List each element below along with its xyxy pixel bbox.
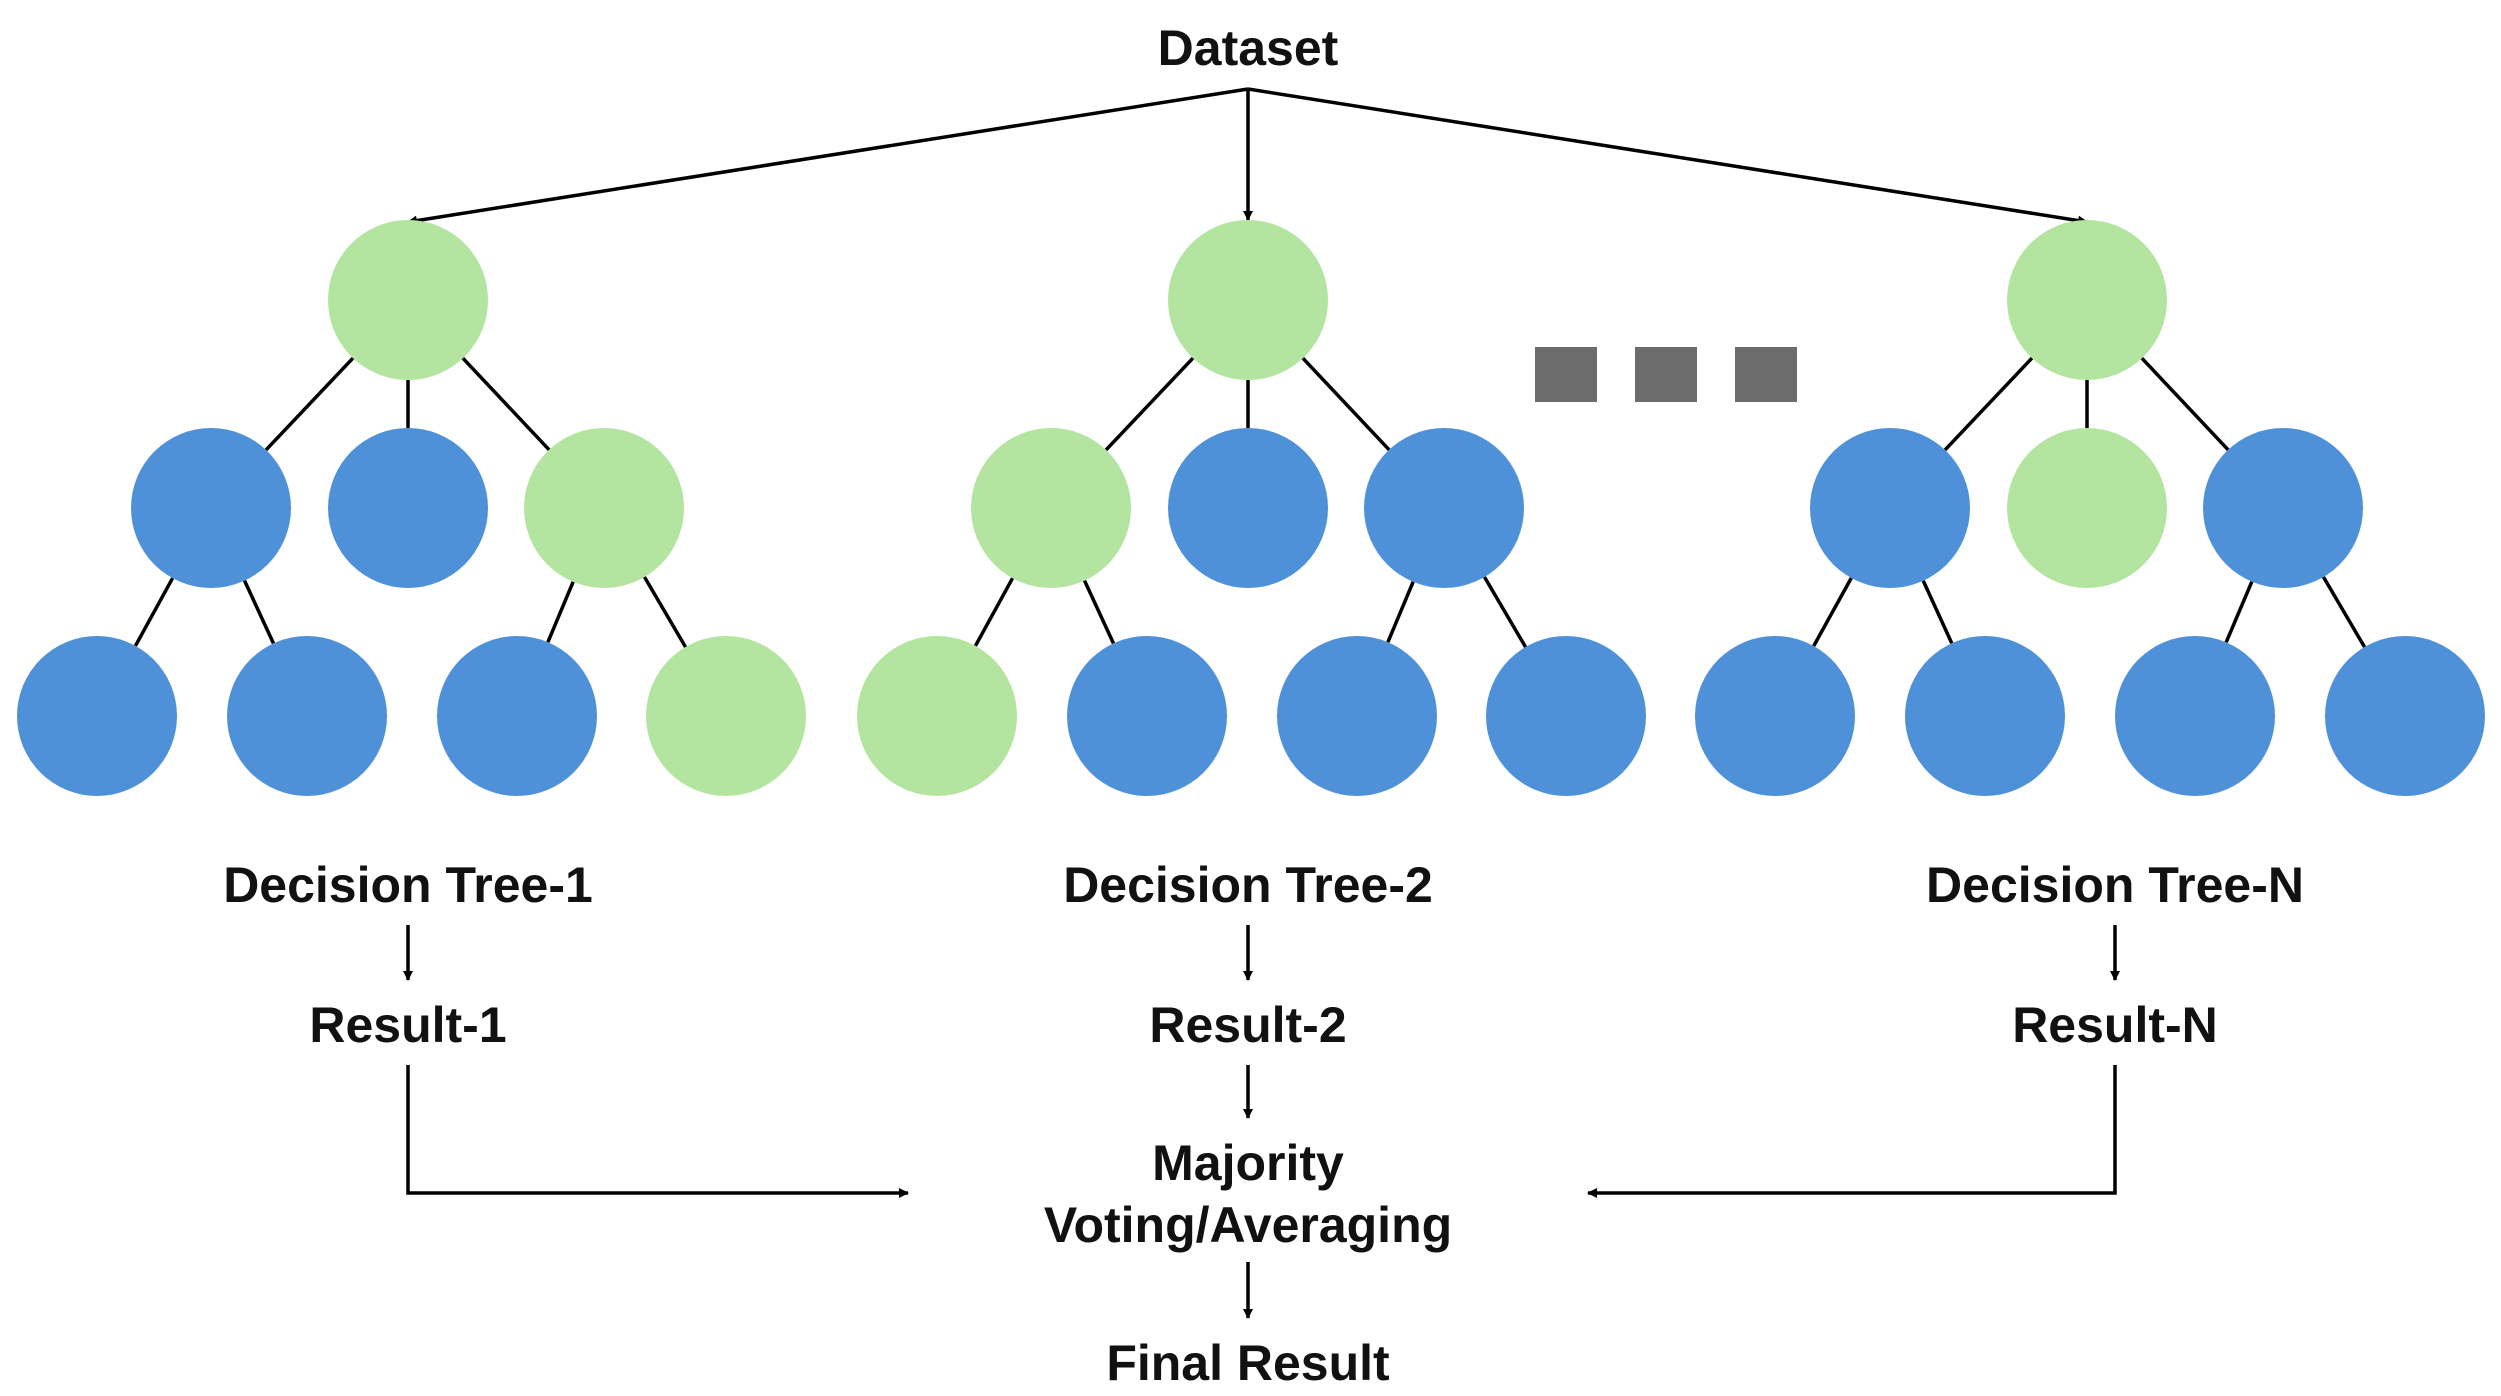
aggregation-line-1: Majority	[1152, 1135, 1344, 1191]
tree-edge	[1301, 357, 1391, 451]
ellipsis-square	[1535, 347, 1597, 402]
tree-edge	[264, 356, 355, 452]
tree-node-blue	[1486, 636, 1646, 796]
result-2-label: Result-2	[1149, 997, 1346, 1053]
tree-edge	[1386, 581, 1415, 643]
result-1-label: Result-1	[309, 997, 506, 1053]
tree-edge	[133, 577, 175, 647]
tree-3	[1695, 220, 2485, 796]
tree-edge	[1921, 580, 1954, 644]
arrow-to-tree-1	[407, 87, 1249, 226]
tree-edge	[1104, 356, 1195, 452]
result-n-label: Result-N	[2012, 997, 2218, 1053]
tree-edge	[2321, 576, 2367, 648]
tree-node-blue	[227, 636, 387, 796]
tree-node-blue	[1168, 428, 1328, 588]
ellipsis-square	[1735, 347, 1797, 402]
tree-node-blue	[1695, 636, 1855, 796]
tree-node-blue	[328, 428, 488, 588]
arrow-to-tree-n	[1247, 87, 2088, 226]
final-result-label: Final Result	[1106, 1335, 1390, 1391]
tree-node-blue	[1364, 428, 1524, 588]
tree-node-green	[857, 636, 1017, 796]
tree-edge	[242, 579, 276, 645]
tree-edge	[1943, 356, 2034, 452]
tree-node-green	[2007, 428, 2167, 588]
dataset-fanout-arrows	[407, 87, 2088, 226]
tree-node-green	[524, 428, 684, 588]
tree-node-blue	[1810, 428, 1970, 588]
tree-edge	[1812, 577, 1853, 647]
tree-node-blue	[131, 428, 291, 588]
aggregation-line-2: Voting/Averaging	[1044, 1197, 1452, 1253]
tree-node-blue	[1905, 636, 2065, 796]
tree-2-name: Decision Tree-2	[1063, 857, 1433, 913]
tree-edge	[2224, 580, 2254, 644]
tree-edge	[1082, 579, 1116, 645]
tree-node-green	[2007, 220, 2167, 380]
tree-node-blue	[17, 636, 177, 796]
tree-edge	[461, 357, 551, 451]
arrow-result-n-to-voting	[1587, 1065, 2117, 1198]
tree-node-blue	[1277, 636, 1437, 796]
tree-node-green	[328, 220, 488, 380]
tree-1	[17, 220, 806, 796]
tree-edge	[2140, 357, 2230, 451]
tree-node-blue	[437, 636, 597, 796]
tree-edge	[642, 576, 688, 648]
tree-edge	[1482, 576, 1528, 648]
tree-node-blue	[2203, 428, 2363, 588]
ellipsis-icon	[1535, 347, 1797, 402]
arrow-result-1-to-voting	[406, 1065, 909, 1198]
tree-1-name: Decision Tree-1	[223, 857, 593, 913]
tree-node-green	[646, 636, 806, 796]
tree-n-name: Decision Tree-N	[1926, 857, 2304, 913]
tree-node-blue	[2325, 636, 2485, 796]
tree-node-blue	[2115, 636, 2275, 796]
tree-node-blue	[1067, 636, 1227, 796]
trees-layer	[17, 220, 2485, 796]
tree-node-green	[1168, 220, 1328, 380]
ellipsis-square	[1635, 347, 1697, 402]
tree-2	[857, 220, 1646, 796]
tree-edge	[973, 577, 1015, 647]
tree-edge	[546, 581, 575, 643]
tree-node-green	[971, 428, 1131, 588]
dataset-label: Dataset	[1158, 20, 1339, 76]
